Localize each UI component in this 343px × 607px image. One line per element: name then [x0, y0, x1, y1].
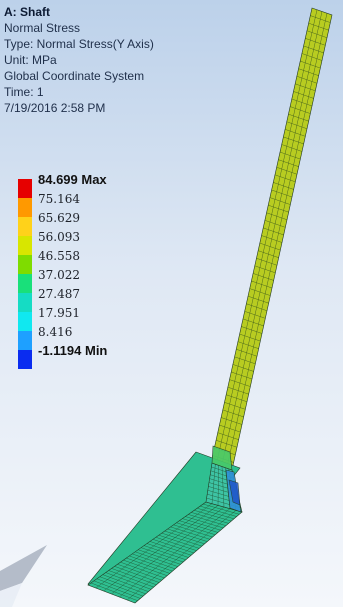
- upper-shaft-mesh: [212, 9, 331, 469]
- legend-level-label: 17.951: [38, 306, 80, 320]
- lower-shaft-mesh: [90, 503, 240, 601]
- legend-band: [18, 293, 32, 312]
- legend-band: [18, 198, 32, 217]
- legend-level-label: 27.487: [38, 287, 80, 301]
- legend-extreme-label: -1.1194 Min: [38, 343, 108, 358]
- legend-level-label: 56.093: [38, 230, 80, 244]
- model-title: A: Shaft: [4, 5, 50, 19]
- triad-hint-graphic: [0, 545, 47, 607]
- legend-band: [18, 255, 32, 274]
- legend-level-label: 65.629: [38, 211, 80, 225]
- legend-band: [18, 217, 32, 236]
- legend-level-label: 37.022: [38, 268, 80, 282]
- legend-band: [18, 274, 32, 293]
- result-unit: Unit: MPa: [4, 53, 57, 67]
- result-type-axis: Type: Normal Stress(Y Axis): [4, 37, 154, 51]
- timestamp: 7/19/2016 2:58 PM: [4, 101, 106, 115]
- time-value: Time: 1: [4, 85, 44, 99]
- legend-band: [18, 179, 32, 198]
- legend-level-label: 8.416: [38, 325, 73, 339]
- coordinate-system: Global Coordinate System: [4, 69, 145, 83]
- legend-band: [18, 350, 32, 369]
- transition-patch: [211, 445, 233, 471]
- legend-band: [18, 331, 32, 350]
- result-details-annotation: A: Shaft Normal Stress Type: Normal Stre…: [4, 4, 154, 116]
- fillet-min-zone: [228, 479, 241, 506]
- legend-level-label: 75.164: [38, 192, 80, 206]
- result-type: Normal Stress: [4, 21, 81, 35]
- legend-band: [18, 312, 32, 331]
- legend-level-label: 46.558: [38, 249, 80, 263]
- legend-extreme-label: 84.699 Max: [38, 172, 107, 187]
- legend-band: [18, 236, 32, 255]
